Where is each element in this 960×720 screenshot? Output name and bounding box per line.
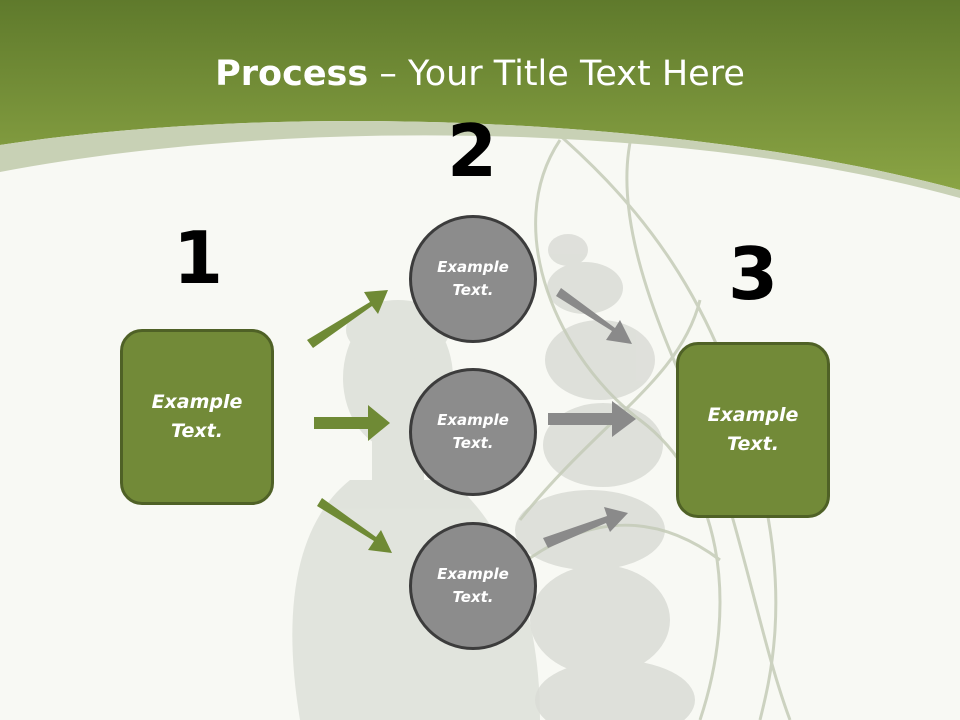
- step-1-label: Example Text.: [151, 391, 243, 442]
- middle-circle-center-label: Example Text.: [437, 411, 509, 452]
- page-title: Process – Your Title Text Here: [0, 52, 960, 96]
- title-bold: Process: [215, 54, 369, 94]
- middle-circle-top-label: Example Text.: [437, 258, 509, 299]
- middle-circle-bottom: Example Text.: [409, 522, 537, 650]
- green-arrow-down: [317, 498, 392, 553]
- step-3-label: Example Text.: [707, 404, 799, 455]
- step-3-box: Example Text.: [676, 342, 830, 518]
- green-arrow-right: [314, 405, 390, 441]
- header-swoosh: [0, 120, 960, 198]
- middle-circle-top: Example Text.: [409, 215, 537, 343]
- middle-circle-bottom-label: Example Text.: [437, 565, 509, 606]
- step-number-2: 2: [446, 109, 498, 193]
- title-rest: – Your Title Text Here: [368, 54, 745, 94]
- middle-circle-center: Example Text.: [409, 368, 537, 496]
- step-number-3: 3: [727, 232, 779, 316]
- gray-arrow-right: [548, 401, 636, 437]
- gray-arrow-up: [543, 507, 628, 548]
- gray-arrow-down: [556, 288, 632, 344]
- green-arrow-up: [307, 290, 388, 348]
- header-band: [0, 0, 960, 190]
- step-number-1: 1: [172, 216, 224, 300]
- step-1-box: Example Text.: [120, 329, 274, 505]
